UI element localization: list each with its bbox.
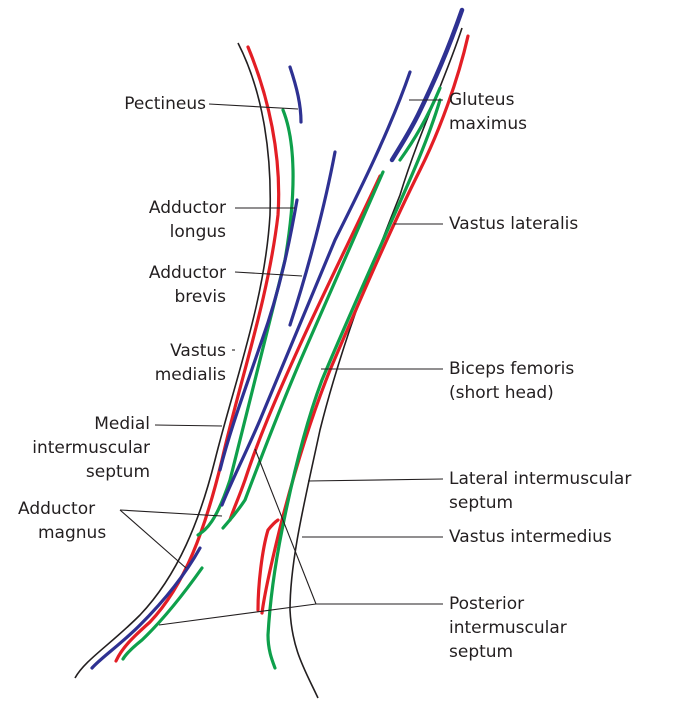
red-lateral-layer — [262, 36, 468, 613]
medial-septum-label: Medial intermuscular septum — [0, 412, 150, 484]
green-posterior-lower — [123, 568, 202, 659]
biceps-femoris-label: Biceps femoris (short head) — [449, 357, 649, 405]
pectineus-muscle — [290, 67, 301, 122]
gluteus-maximus-label: Gluteus maximus — [449, 88, 569, 136]
vastus-lateralis-label: Vastus lateralis — [449, 212, 649, 236]
lateral-outline — [290, 28, 462, 698]
adductor-brevis-label: Adductor brevis — [80, 261, 226, 309]
adductor-longus-label: Adductor longus — [80, 196, 226, 244]
vastus-medialis-label: Vastus medialis — [80, 339, 226, 387]
lateral-septum-label: Lateral intermuscular septum — [449, 467, 669, 515]
adductor-longus-muscle — [220, 200, 297, 470]
pectineus-label: Pectineus — [86, 92, 206, 116]
adductor-magnus-label: Adductor magnus — [18, 497, 128, 545]
green-lateral-upper — [400, 88, 440, 160]
posterior-septum-label: Posterior intermuscular septum — [449, 592, 649, 664]
vastus-intermedius-label: Vastus intermedius — [449, 525, 669, 549]
adductor-magnus-muscle — [222, 72, 410, 505]
